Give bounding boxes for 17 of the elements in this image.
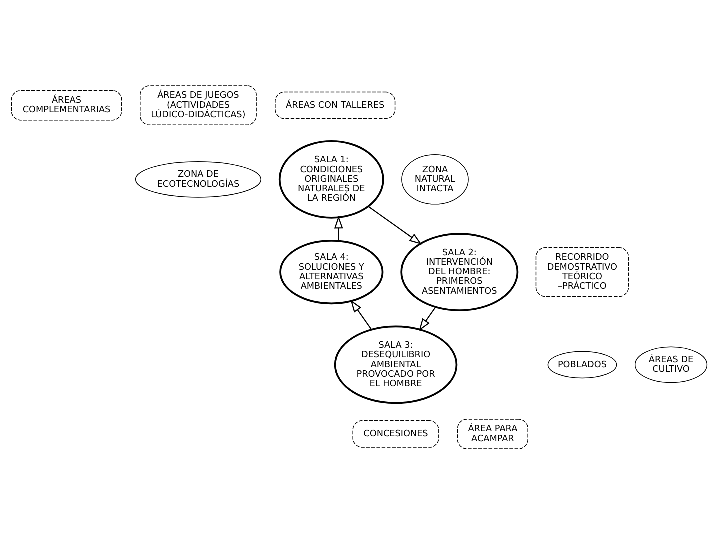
node-ellipse: ZONA DE ECOTECNOLOGÍAS: [135, 161, 262, 198]
arrow: [334, 216, 344, 242]
node-box: ÁREA PARA ACAMPAR: [457, 419, 528, 450]
node-ellipse: SALA 3: DESEQUILIBRIO AMBIENTAL PROVOCADO POR EL HOMBRE: [334, 326, 458, 404]
node-box: CONCESIONES: [352, 420, 440, 448]
node-ellipse: ÁREAS DE CULTIVO: [634, 346, 708, 384]
arrow: [350, 300, 372, 330]
node-ellipse: SALA 4: SOLUCIONES Y ALTERNATIVAS AMBIENTALES: [280, 240, 384, 305]
arrow: [419, 306, 436, 332]
node-ellipse: POBLADOS: [548, 351, 618, 379]
node-box: ÁREAS CON TALLERES: [275, 92, 396, 120]
node-ellipse: SALA 1: CONDICIONES ORIGINALES NATURALES DE LA REGIÓN: [278, 140, 384, 219]
node-box: ÁREAS COMPLEMENTARIAS: [11, 90, 122, 121]
node-ellipse: ZONA NATURAL INTACTA: [402, 154, 469, 205]
node-box: ÁREAS DE JUEGOS (ACTIVIDADES LÚDICO-DIDÁCTICAS): [140, 86, 257, 126]
node-box: RECORRIDO DEMOSTRATIVO TEÓRICO –PRÁCTICO: [536, 248, 630, 298]
arrow: [368, 206, 422, 245]
